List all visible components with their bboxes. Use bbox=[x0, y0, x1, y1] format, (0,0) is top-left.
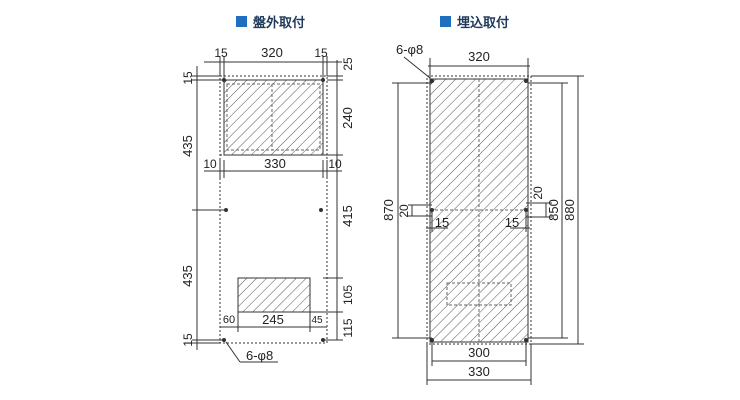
right-title-group: 埋込取付 bbox=[440, 15, 509, 31]
hole-label: 6-φ8 bbox=[246, 348, 273, 363]
dim-label: 15 bbox=[435, 215, 449, 230]
dim-label: 320 bbox=[468, 49, 490, 64]
dim-label: 15 bbox=[181, 71, 195, 85]
dim-label: 20 bbox=[531, 186, 545, 200]
dim-label: 245 bbox=[262, 312, 284, 327]
hole-marker bbox=[524, 208, 528, 212]
dim-label: 25 bbox=[341, 57, 355, 71]
dim-label: 115 bbox=[341, 318, 355, 337]
dim-label: 45 bbox=[311, 315, 323, 326]
dim-label: 10 bbox=[328, 157, 342, 171]
title-square-icon bbox=[440, 16, 451, 27]
dim-label: 15 bbox=[505, 215, 519, 230]
dim-label: 435 bbox=[180, 135, 195, 157]
dim-label: 15 bbox=[181, 333, 195, 347]
dim-label: 15 bbox=[214, 46, 228, 60]
left-title: 盤外取付 bbox=[252, 15, 305, 31]
hole-marker bbox=[430, 338, 434, 342]
left-upper-panel bbox=[223, 79, 324, 156]
dim-label: 330 bbox=[468, 364, 490, 379]
dim-label: 10 bbox=[203, 157, 217, 171]
left-drawing bbox=[192, 56, 343, 363]
hole-marker bbox=[430, 208, 434, 212]
dim-label: 880 bbox=[562, 199, 577, 221]
right-labels: 6-φ8 320 870 20 15 15 20 850 880 300 330 bbox=[381, 42, 577, 379]
title-square-icon bbox=[236, 16, 247, 27]
dim-label: 850 bbox=[546, 199, 561, 221]
hole-label: 6-φ8 bbox=[396, 42, 423, 57]
dim-label: 870 bbox=[381, 199, 396, 221]
left-outline bbox=[219, 75, 328, 344]
dim-label: 435 bbox=[180, 265, 195, 287]
dim-label: 330 bbox=[264, 156, 286, 171]
left-labels: 15 320 15 25 240 15 435 10 330 10 415 43… bbox=[180, 45, 355, 363]
dim-label: 20 bbox=[397, 204, 411, 218]
dim-label: 60 bbox=[223, 314, 235, 326]
dim-label: 15 bbox=[314, 46, 328, 60]
dim-label: 300 bbox=[468, 345, 490, 360]
dim-label: 240 bbox=[340, 107, 355, 129]
dim-label: 105 bbox=[341, 285, 355, 305]
dim-label: 320 bbox=[261, 45, 283, 60]
hole-marker bbox=[319, 208, 323, 212]
hole-marker bbox=[524, 79, 528, 83]
hole-marker bbox=[524, 338, 528, 342]
right-drawing bbox=[392, 56, 584, 385]
right-title: 埋込取付 bbox=[457, 15, 509, 31]
dim-label: 415 bbox=[340, 205, 355, 227]
left-title-group: 盤外取付 bbox=[236, 15, 305, 31]
hole-marker bbox=[430, 79, 434, 83]
left-lower-panel bbox=[237, 277, 311, 313]
